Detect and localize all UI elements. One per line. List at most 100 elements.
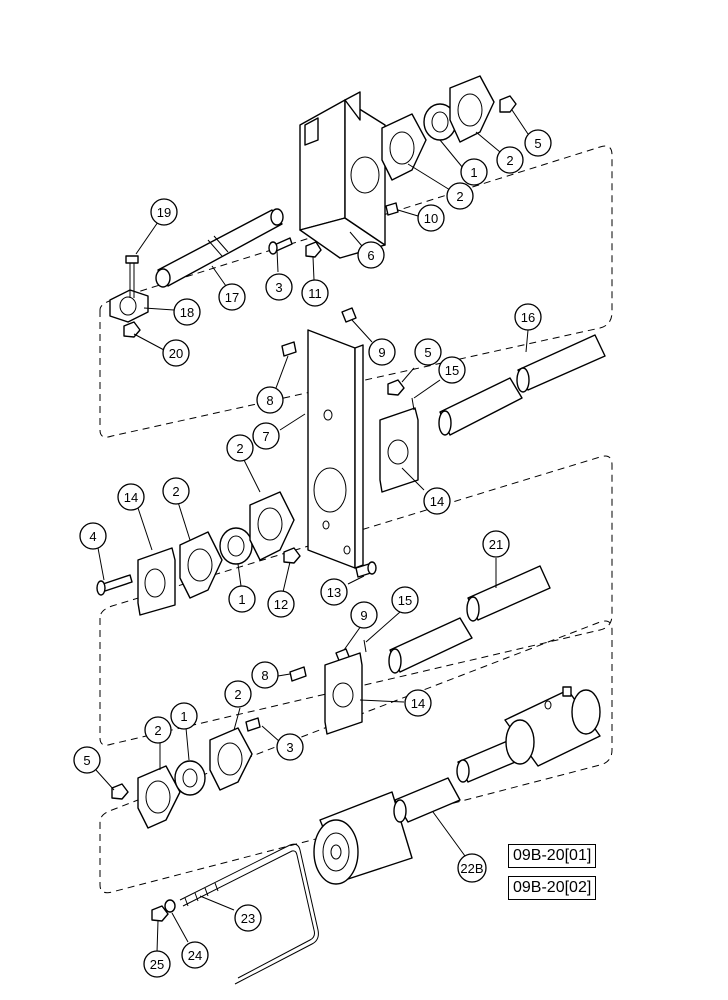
callout-8: 8 <box>251 661 279 689</box>
callout-2: 2 <box>144 716 172 744</box>
svg-text:3: 3 <box>275 280 282 295</box>
callout-10: 10 <box>417 204 445 232</box>
svg-text:2: 2 <box>234 687 241 702</box>
top-nut <box>499 95 517 113</box>
svg-text:4: 4 <box>89 529 96 544</box>
svg-text:2: 2 <box>456 189 463 204</box>
upper-pipe <box>438 334 606 436</box>
svg-text:2: 2 <box>236 441 243 456</box>
svg-text:8: 8 <box>261 668 268 683</box>
callout-5: 5 <box>414 338 442 366</box>
svg-text:20: 20 <box>169 346 183 361</box>
lower-flange-right <box>209 727 253 791</box>
svg-text:14: 14 <box>411 696 425 711</box>
svg-text:17: 17 <box>225 290 239 305</box>
callout-22b: 22B <box>457 853 487 883</box>
callout-21: 21 <box>482 530 510 558</box>
callout-1: 1 <box>460 158 488 186</box>
callout-2: 2 <box>226 434 254 462</box>
svg-text:18: 18 <box>180 305 194 320</box>
callout-2: 2 <box>224 680 252 708</box>
svg-text:13: 13 <box>327 585 341 600</box>
callout-16: 16 <box>514 303 542 331</box>
svg-text:9: 9 <box>378 345 385 360</box>
callout-13: 13 <box>320 578 348 606</box>
svg-text:11: 11 <box>308 286 322 301</box>
bolt-8-top <box>281 341 297 357</box>
dashed-group-outline-bottom <box>99 620 613 894</box>
callout-4: 4 <box>79 522 107 550</box>
svg-text:10: 10 <box>424 211 438 226</box>
drive-shaft <box>313 686 601 885</box>
svg-text:15: 15 <box>445 363 459 378</box>
reference-label-02: 09B-20[02] <box>508 876 597 900</box>
callout-2: 2 <box>446 182 474 210</box>
center-plate <box>307 329 364 569</box>
callout-11: 11 <box>301 279 329 307</box>
callout-9: 9 <box>350 601 378 629</box>
top-shaft <box>155 208 284 288</box>
upper-right-bracket <box>379 407 419 493</box>
bolt-3-lower <box>245 717 261 732</box>
callout-8: 8 <box>256 386 284 414</box>
middle-right-bracket <box>324 652 363 735</box>
dashed-group-outline-top <box>99 145 613 438</box>
svg-text:5: 5 <box>534 136 541 151</box>
svg-text:15: 15 <box>398 593 412 608</box>
svg-text:22B: 22B <box>460 861 483 876</box>
bolt-8-mid <box>289 666 307 682</box>
nut-5-mid <box>387 379 405 396</box>
top-bearing-flange-left <box>381 113 427 181</box>
callout-15: 15 <box>391 586 419 614</box>
svg-text:1: 1 <box>238 592 245 607</box>
bolt-10 <box>385 202 399 216</box>
callout-20: 20 <box>162 339 190 367</box>
callout-3: 3 <box>265 273 293 301</box>
svg-text:21: 21 <box>489 537 503 552</box>
pin-3-top <box>268 237 293 255</box>
middle-pipe <box>388 565 551 674</box>
svg-text:14: 14 <box>124 490 138 505</box>
reference-label-01: 09B-20[01] <box>508 844 597 868</box>
nut-25 <box>151 905 169 922</box>
nut-20 <box>123 321 141 338</box>
svg-text:1: 1 <box>180 709 187 724</box>
svg-text:24: 24 <box>188 948 202 963</box>
callout-19: 19 <box>150 198 178 226</box>
svg-text:3: 3 <box>286 740 293 755</box>
callout-23: 23 <box>234 904 262 932</box>
callout-25: 25 <box>143 950 171 978</box>
bolt-13 <box>355 561 377 578</box>
middle-flange-left <box>179 531 223 599</box>
callout-9: 9 <box>368 338 396 366</box>
callout-6: 6 <box>357 241 385 269</box>
nut-5-lower <box>111 783 129 800</box>
callout-2: 2 <box>496 146 524 174</box>
nut-11 <box>305 241 322 258</box>
u-bolt <box>179 843 319 985</box>
bolt-4 <box>96 574 133 596</box>
svg-text:16: 16 <box>521 310 535 325</box>
callout-2: 2 <box>162 477 190 505</box>
shaft-collar <box>109 289 149 323</box>
callout-5: 5 <box>524 129 552 157</box>
svg-text:12: 12 <box>274 597 288 612</box>
callout-14: 14 <box>404 689 432 717</box>
middle-bearing <box>219 527 253 565</box>
callout-17: 17 <box>218 283 246 311</box>
svg-text:2: 2 <box>506 153 513 168</box>
callout-5: 5 <box>73 746 101 774</box>
middle-flange-right <box>249 491 295 561</box>
svg-text:5: 5 <box>424 345 431 360</box>
top-mounting-bracket <box>299 91 386 259</box>
callout-18: 18 <box>173 298 201 326</box>
svg-text:2: 2 <box>172 484 179 499</box>
svg-text:25: 25 <box>150 957 164 972</box>
pin-15-top <box>411 397 415 411</box>
bolt-9-top <box>341 307 357 323</box>
callout-24: 24 <box>181 941 209 969</box>
svg-text:7: 7 <box>262 429 269 444</box>
svg-text:8: 8 <box>266 393 273 408</box>
svg-text:5: 5 <box>83 753 90 768</box>
